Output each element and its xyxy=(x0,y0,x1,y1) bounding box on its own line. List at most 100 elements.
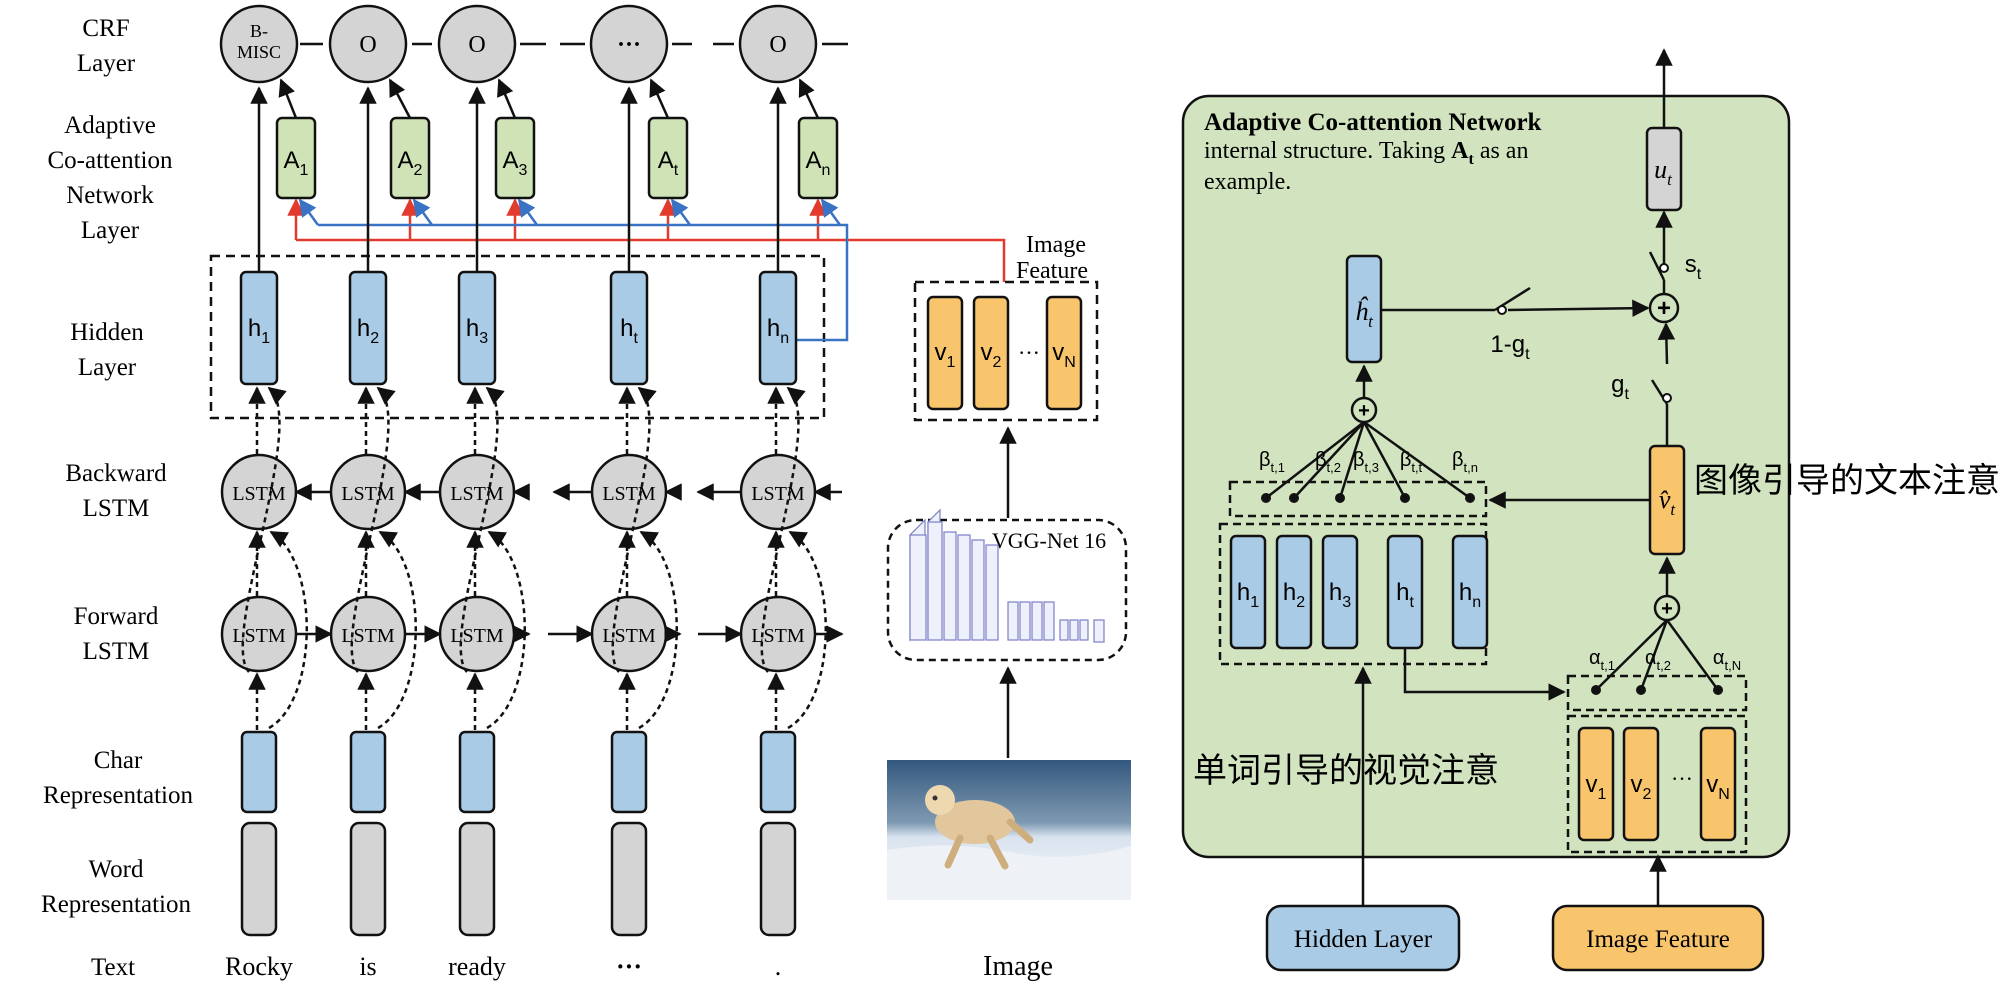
word-representation-node xyxy=(349,821,387,937)
acn-layer-label: Layer xyxy=(81,217,140,244)
hidden-node xyxy=(239,270,279,386)
panel-hidden-node xyxy=(1451,534,1489,650)
s-gate-label: st xyxy=(1685,251,1702,283)
hidden-state-arrow xyxy=(820,198,842,226)
panel-description-line1: internal structure. Taking At as an xyxy=(1204,138,1528,168)
panel-feature-node-label: vN xyxy=(1706,771,1730,803)
char-to-backward-curve xyxy=(377,530,417,730)
forward-to-hidden-curve xyxy=(611,386,657,673)
attention-to-crf-arrow xyxy=(497,78,517,119)
hidden-node-label: h3 xyxy=(466,315,488,347)
panel-hidden-node xyxy=(1229,534,1267,650)
hidden-node-label: ht xyxy=(620,315,638,347)
forward-lstm-label: LSTM xyxy=(602,625,656,647)
word-representation-node xyxy=(240,821,278,937)
switch-pin xyxy=(1659,263,1669,273)
forward-to-hidden-curve xyxy=(241,386,287,673)
panel-background xyxy=(1181,94,1791,859)
plus-symbol: + xyxy=(1661,598,1673,620)
panel-hidden-node-label: ht xyxy=(1396,579,1414,611)
beta-label: βt,2 xyxy=(1315,449,1341,475)
hidden-node xyxy=(348,270,388,386)
forward-to-hidden-curve xyxy=(350,386,396,673)
layer-labels: CRFLayerAdaptiveCo-attentionNetworkLayer… xyxy=(41,15,193,981)
crf-node-label: O xyxy=(468,32,485,58)
crf-node xyxy=(328,4,408,84)
char-representation-node xyxy=(458,730,496,814)
attention-node-label: A3 xyxy=(503,147,528,179)
alpha-label: αt,1 xyxy=(1589,647,1615,673)
word-representation-label: Representation xyxy=(41,891,191,918)
attention-node-label: At xyxy=(658,147,679,179)
crf-node-label: ··· xyxy=(617,32,641,58)
alpha-label: αt,N xyxy=(1713,647,1741,673)
word-representation-node xyxy=(759,821,797,937)
char-representation-node xyxy=(759,730,797,814)
backward-lstm-label: Backward xyxy=(65,460,167,487)
image-branch: Image VGG-Net 16 Image Fea xyxy=(886,232,1131,982)
image-feature-node-label: v2 xyxy=(981,339,1002,371)
panel-hidden-node-label: h1 xyxy=(1237,579,1259,611)
backward-lstm-label: LSTM xyxy=(751,483,805,505)
feature-ellipsis: ··· xyxy=(1018,340,1040,365)
forward-lstm-label: LSTM xyxy=(341,625,395,647)
attention-to-crf-arrow xyxy=(798,78,820,119)
forward-lstm-label: LSTM xyxy=(450,625,504,647)
panel-hidden-box xyxy=(1218,522,1488,666)
acn-layer-label: Network xyxy=(66,182,154,209)
switch-pin xyxy=(1497,305,1507,315)
beta-weight-line xyxy=(1362,421,1407,499)
crf-node xyxy=(219,4,299,84)
image-feature-button-label: Image Feature xyxy=(1586,926,1730,953)
attention-to-crf-arrow xyxy=(278,78,298,119)
image-guided-text-attention-label: 图像引导的文本注意 xyxy=(1694,462,2000,500)
backward-lstm-label: LSTM xyxy=(602,483,656,505)
alpha-weights-box xyxy=(1566,674,1748,712)
panel-hidden-node xyxy=(1321,534,1359,650)
forward-lstm-label: LSTM xyxy=(751,625,805,647)
beta-label: βt,n xyxy=(1452,449,1478,475)
output-node-label: ut xyxy=(1654,155,1673,189)
hidden-layer-label: Hidden xyxy=(70,319,144,346)
crf-node-label: O xyxy=(359,32,376,58)
panel-description-line2: example. xyxy=(1204,169,1291,195)
char-to-backward-curve xyxy=(787,530,827,730)
panel-feature-ellipsis: ··· xyxy=(1671,766,1693,791)
crf-node-label: B- xyxy=(250,21,268,41)
h-hat-to-merge-arrow xyxy=(1507,299,1650,317)
acn-layer-label: Co-attention xyxy=(48,147,173,174)
beta-weight-line xyxy=(1338,421,1366,499)
plus-symbol: + xyxy=(1657,295,1671,322)
word-representation-node xyxy=(458,821,496,937)
input-word: ready xyxy=(448,952,506,981)
panel-hidden-node-label: h3 xyxy=(1329,579,1351,611)
hidden-node xyxy=(758,270,798,386)
word-guided-visual-attention-label: 单词引导的视觉注意 xyxy=(1193,752,1499,790)
forward-to-hidden-curve xyxy=(459,386,505,673)
beta-weight-line xyxy=(1265,421,1365,499)
vgg-net-icon xyxy=(909,508,1105,643)
attention-node-label: An xyxy=(806,147,831,179)
crf-node xyxy=(738,4,818,84)
crf-layer-label: Layer xyxy=(77,50,136,77)
alpha-weight-line xyxy=(1665,619,1720,691)
image-feature-button[interactable] xyxy=(1551,904,1765,972)
image-feature-title-line2: Feature xyxy=(1016,258,1088,284)
input-word: . xyxy=(775,952,782,981)
beta-weight-line xyxy=(1293,421,1365,499)
panel-desc-part2: as an xyxy=(1474,138,1529,164)
panel-hidden-node-label: h2 xyxy=(1283,579,1305,611)
adaptive-coattention-panel: Adaptive Co-attention Network internal s… xyxy=(1181,48,2000,972)
hidden-layer-button[interactable] xyxy=(1265,904,1461,972)
char-representation-node xyxy=(610,730,648,814)
text-row-label: Text xyxy=(91,954,135,981)
plus-symbol: + xyxy=(1358,400,1370,422)
hidden-node-label: hn xyxy=(767,315,789,347)
hidden-state-arrow xyxy=(298,198,320,226)
crf-node-label: MISC xyxy=(237,42,281,62)
image-feature-node-label: v1 xyxy=(935,339,956,371)
panel-feature-node xyxy=(1577,726,1615,842)
alpha-weight-line xyxy=(1639,619,1669,691)
